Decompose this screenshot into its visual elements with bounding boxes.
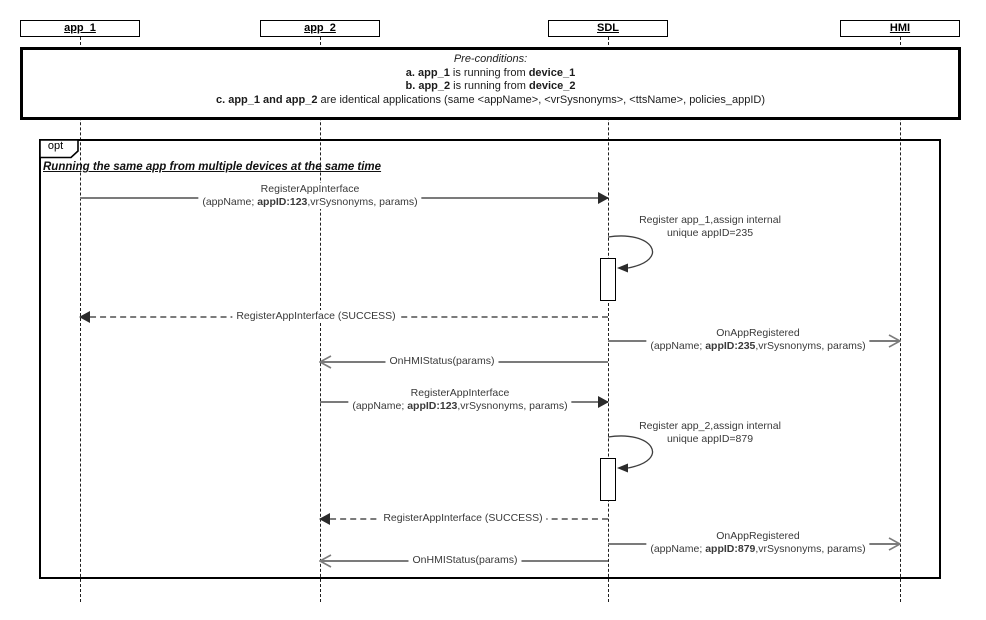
message-label: OnAppRegistered (appName; appID:235,vrSy… — [646, 327, 870, 353]
self-message-curve-2 — [607, 435, 654, 473]
opt-operator-label: opt — [47, 140, 64, 152]
lifeline-head-app1: app_1 — [20, 20, 140, 37]
lifeline-head-sdl: SDL — [548, 20, 668, 37]
activation-bar-1 — [600, 258, 616, 301]
open-arrowhead-icon — [319, 355, 332, 369]
message-label: RegisterAppInterface (appName; appID:123… — [348, 387, 572, 413]
precondition-a: a. app_1 is running from device_1 — [405, 66, 576, 79]
lifeline-app1 — [80, 37, 81, 602]
lifeline-head-hmi: HMI — [840, 20, 960, 37]
precondition-b: b. app_2 is running from device_2 — [405, 80, 576, 92]
filled-arrowhead-icon — [319, 513, 330, 525]
opt-fragment-frame — [39, 139, 941, 579]
precondition-c: c. app_1 and app_2 are identical applica… — [215, 93, 766, 106]
filled-arrowhead-icon — [598, 396, 609, 408]
preconditions-note: Pre-conditions: a. app_1 is running from… — [20, 47, 961, 120]
lifeline-hmi — [900, 37, 901, 602]
message-label: OnHMIStatus(params) — [408, 553, 522, 567]
self-message-curve-1 — [607, 235, 654, 273]
message-label: OnHMIStatus(params) — [385, 354, 499, 368]
message-label: RegisterAppInterface (SUCCESS) — [232, 309, 400, 323]
self-message-label-2: Register app_2,assign internal unique ap… — [639, 420, 781, 445]
self-message-label-1: Register app_1,assign internal unique ap… — [639, 214, 781, 239]
preconditions-title: Pre-conditions: — [453, 53, 528, 65]
lifeline-head-app2: app_2 — [260, 20, 380, 37]
activation-bar-2 — [600, 458, 616, 501]
fragment-title: Running the same app from multiple devic… — [43, 161, 382, 173]
filled-arrowhead-icon — [598, 192, 609, 204]
filled-arrowhead-icon — [79, 311, 90, 323]
message-label: OnAppRegistered (appName; appID:879,vrSy… — [646, 530, 870, 556]
lifeline-sdl — [608, 37, 609, 602]
open-arrowhead-icon — [319, 554, 332, 568]
message-label: RegisterAppInterface (appName; appID:123… — [198, 183, 422, 209]
open-arrowhead-icon — [888, 537, 901, 551]
open-arrowhead-icon — [888, 334, 901, 348]
message-label: RegisterAppInterface (SUCCESS) — [379, 511, 547, 525]
opt-fragment-tab — [39, 139, 79, 159]
